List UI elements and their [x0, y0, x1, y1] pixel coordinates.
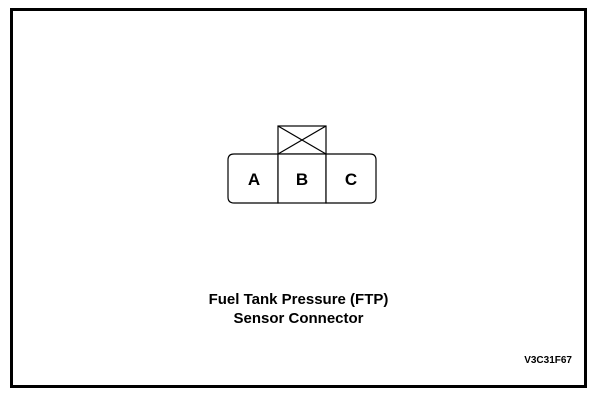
connector-body: A B C: [227, 153, 377, 204]
caption-title: Fuel Tank Pressure (FTP): [208, 291, 389, 308]
pin-cavity-c: [325, 153, 377, 204]
connector-key: [277, 125, 327, 155]
pin-cavity-a: [227, 153, 279, 204]
caption-subtitle: Sensor Connector: [233, 310, 364, 327]
connector-diagram: A B C: [227, 125, 377, 204]
diagram-frame: A B C Fuel Tank Pressure (FTP) Sensor Co…: [10, 8, 587, 388]
pin-label-a: A: [248, 170, 260, 189]
connector-key-cross-2: [277, 125, 327, 155]
figure-id: V3C31F67: [524, 355, 572, 366]
pin-label-b: B: [296, 170, 308, 189]
pin-label-c: C: [345, 170, 357, 189]
